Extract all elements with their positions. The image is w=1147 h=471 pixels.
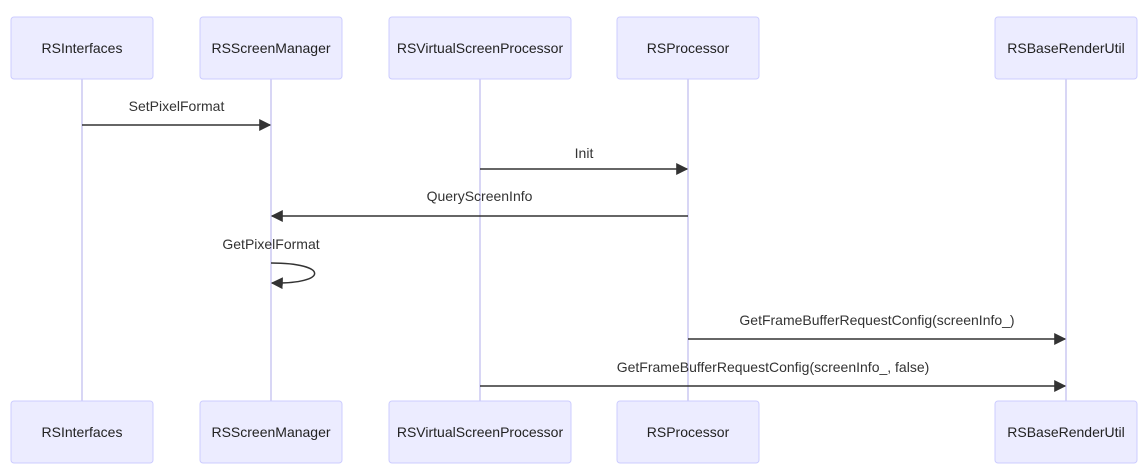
participant-label: RSScreenManager <box>211 40 330 56</box>
participant-label: RSProcessor <box>647 424 730 440</box>
participant-box <box>10 16 154 80</box>
participant-rsinterfaces-top: RSInterfaces <box>10 16 154 80</box>
participant-rsbaserenderutil-bottom: RSBaseRenderUtil <box>994 400 1138 464</box>
message-label: QueryScreenInfo <box>427 188 533 204</box>
message-6: GetFrameBufferRequestConfig(screenInfo_,… <box>480 359 1067 392</box>
participant-rsscreenmanager-bottom: RSScreenManager <box>199 400 343 464</box>
message-1: SetPixelFormat <box>82 98 272 131</box>
messages: SetPixelFormatInitQueryScreenInfoGetPixe… <box>82 98 1067 392</box>
message-label: SetPixelFormat <box>129 98 225 114</box>
participant-label: RSScreenManager <box>211 424 330 440</box>
participant-rsbaserenderutil-top: RSBaseRenderUtil <box>994 16 1138 80</box>
participant-box <box>616 16 760 80</box>
participant-box <box>994 400 1138 464</box>
participant-label: RSBaseRenderUtil <box>1007 40 1125 56</box>
participant-label: RSVirtualScreenProcessor <box>397 424 564 440</box>
participant-rsscreenmanager-top: RSScreenManager <box>199 16 343 80</box>
participant-rsprocessor-bottom: RSProcessor <box>616 400 760 464</box>
participant-box <box>388 16 572 80</box>
participant-box <box>10 400 154 464</box>
message-label: GetFrameBufferRequestConfig(screenInfo_) <box>739 312 1014 328</box>
participant-box <box>388 400 572 464</box>
message-label: Init <box>575 145 594 161</box>
participants: RSInterfacesRSInterfacesRSScreenManagerR… <box>10 16 1138 464</box>
participant-label: RSBaseRenderUtil <box>1007 424 1125 440</box>
message-2: Init <box>480 145 689 175</box>
participant-label: RSVirtualScreenProcessor <box>397 40 564 56</box>
lifelines <box>81 79 1067 401</box>
participant-label: RSProcessor <box>647 40 730 56</box>
participant-rsvirtualscreenprocessor-bottom: RSVirtualScreenProcessor <box>388 400 572 464</box>
participant-box <box>199 400 343 464</box>
self-message-arrow <box>270 262 316 290</box>
participant-rsinterfaces-bottom: RSInterfaces <box>10 400 154 464</box>
participant-rsprocessor-top: RSProcessor <box>616 16 760 80</box>
participant-rsvirtualscreenprocessor-top: RSVirtualScreenProcessor <box>388 16 572 80</box>
participant-box <box>199 16 343 80</box>
message-5: GetFrameBufferRequestConfig(screenInfo_) <box>688 312 1067 345</box>
message-4: GetPixelFormat <box>222 236 320 290</box>
participant-label: RSInterfaces <box>42 40 123 56</box>
message-label: GetFrameBufferRequestConfig(screenInfo_,… <box>617 359 930 375</box>
participant-box <box>616 400 760 464</box>
participant-box <box>994 16 1138 80</box>
message-label: GetPixelFormat <box>222 236 319 252</box>
message-3: QueryScreenInfo <box>270 188 688 222</box>
participant-label: RSInterfaces <box>42 424 123 440</box>
